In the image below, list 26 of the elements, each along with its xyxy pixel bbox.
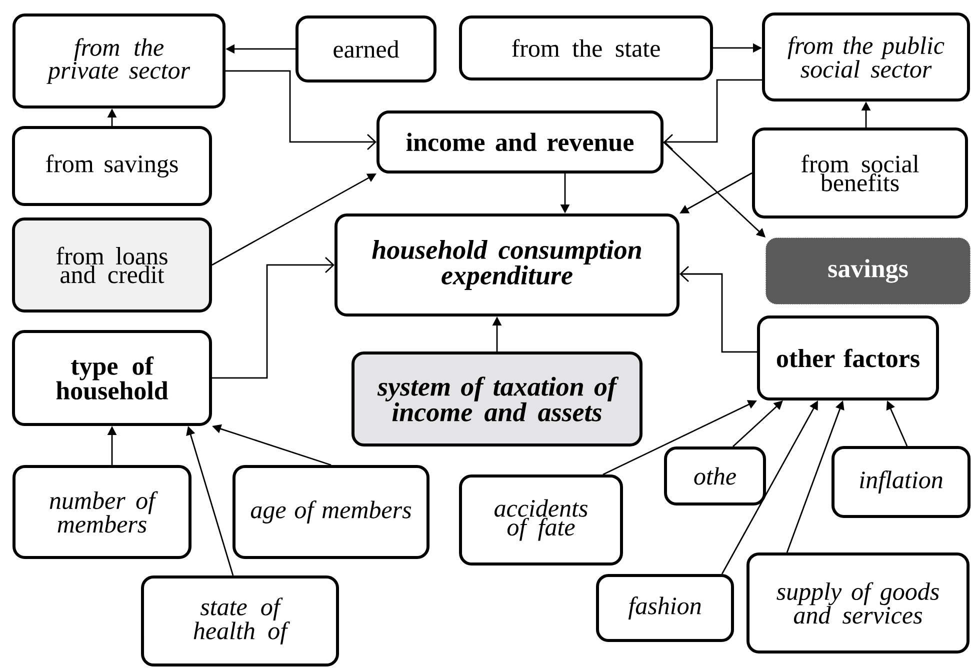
rounded-box: othe <box>664 446 766 506</box>
rounded-box: from the state <box>459 15 713 80</box>
rounded-box: inflation <box>832 446 970 518</box>
rounded-box: accidents of fate <box>459 474 623 566</box>
arrow <box>732 400 783 447</box>
rounded-box: other factors <box>757 316 939 400</box>
rounded-box: from the public social sector <box>762 12 970 102</box>
textured-box: system of taxation of income and assets <box>352 351 642 446</box>
rounded-box: income and revenue <box>376 110 664 174</box>
highlighted-box: savings <box>766 238 970 304</box>
arrow <box>680 266 757 353</box>
shaded-box: from loans and credit <box>12 217 212 312</box>
rounded-box: state of health of <box>141 575 339 666</box>
arrow <box>212 256 334 379</box>
rounded-box: from savings <box>12 126 212 206</box>
arrow <box>664 79 762 150</box>
rounded-box: from social benefits <box>752 128 968 218</box>
arrow <box>226 70 376 150</box>
rounded-box: household consumption expenditure <box>334 213 680 316</box>
rounded-box: from the private sector <box>12 13 226 108</box>
rounded-box: earned <box>296 15 436 82</box>
rounded-box: number of members <box>12 464 192 559</box>
rounded-box: type of household <box>12 330 212 426</box>
rounded-box: age of members <box>232 464 430 559</box>
rounded-box: fashion <box>596 574 734 642</box>
rounded-box: supply of goods and services <box>746 552 970 654</box>
